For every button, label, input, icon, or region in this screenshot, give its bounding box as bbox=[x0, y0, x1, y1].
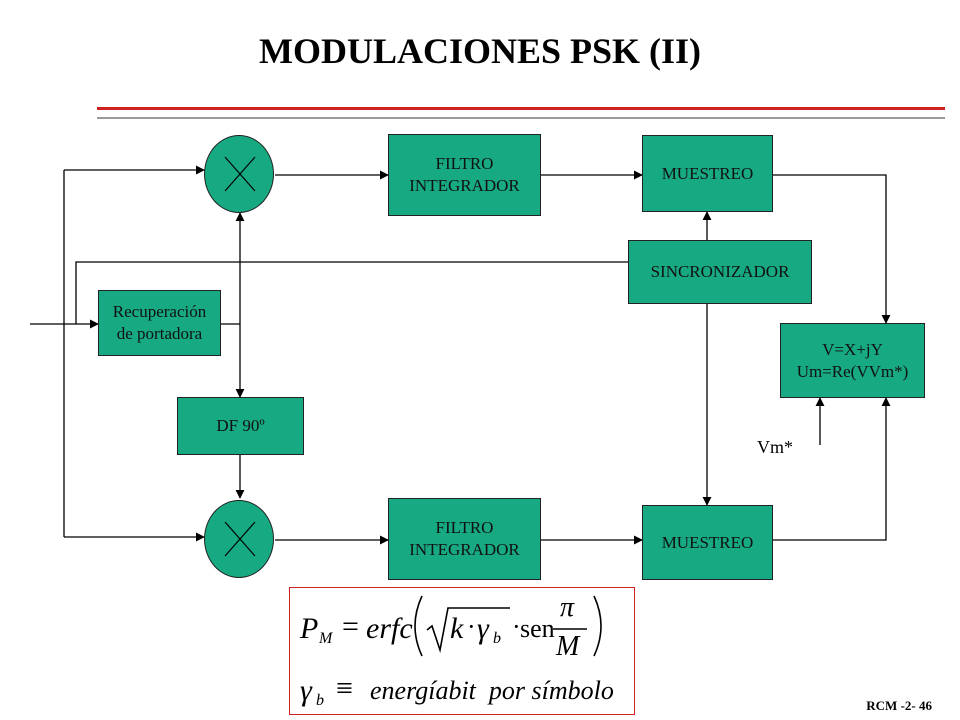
pi-symbol: π bbox=[560, 592, 575, 623]
filtro-bottom-line2: INTEGRADOR bbox=[409, 540, 520, 559]
filtro-top-line1: FILTRO bbox=[435, 154, 494, 173]
bottom-mixer-cross-b bbox=[224, 521, 256, 557]
filtro-integrador-bottom-block: FILTRO INTEGRADOR bbox=[388, 498, 541, 580]
sqrt-sign bbox=[426, 607, 510, 654]
sincronizador-label: SINCRONIZADOR bbox=[650, 262, 790, 281]
title-rule-red bbox=[97, 107, 945, 110]
gamma-symbol-2: γ bbox=[300, 674, 312, 707]
filtro-integrador-top-block: FILTRO INTEGRADOR bbox=[388, 134, 541, 216]
slide-footer: RCM -2- 46 bbox=[866, 698, 932, 713]
df90-block: DF 90º bbox=[177, 397, 304, 455]
m-denominator: M bbox=[556, 631, 580, 662]
page-title: MODULACIONES PSK (II) bbox=[258, 31, 702, 71]
formula-brackets bbox=[414, 595, 602, 657]
muestreo-bottom-block: MUESTREO bbox=[642, 505, 773, 580]
sen-function: sen bbox=[520, 614, 555, 643]
right-paren bbox=[593, 595, 602, 657]
wire-muestreo-top-to-v bbox=[773, 174, 891, 324]
energia-bit-text: energíabit por símbolo bbox=[370, 676, 614, 705]
vm-conjugate-label: Vm* bbox=[757, 437, 793, 457]
muestreo-bottom-label: MUESTREO bbox=[661, 532, 754, 552]
bottom-mixer-circle bbox=[204, 500, 274, 578]
equals-sign: = bbox=[342, 610, 359, 643]
gamma-symbol-1: γ bbox=[477, 612, 489, 645]
filtro-bottom-line1: FILTRO bbox=[435, 518, 494, 537]
gamma-subscript-2: b bbox=[316, 692, 324, 709]
dot-operator-1: · bbox=[467, 612, 476, 641]
recuperacion-portadora-block: Recuperación de portadora bbox=[98, 290, 221, 356]
filtro-top-line2: INTEGRADOR bbox=[409, 176, 520, 195]
top-mixer-cross-b bbox=[224, 156, 256, 192]
recuperacion-line2: de portadora bbox=[116, 324, 203, 343]
formula-box: P M = erfc k · γ b · sen π M γ b ≡ energ… bbox=[289, 587, 635, 715]
wire-muestreo-bottom-to-v bbox=[773, 397, 891, 541]
wire-input-to-sync bbox=[75, 261, 628, 324]
muestreo-top-label: MUESTREO bbox=[661, 163, 754, 183]
v-calc-line1: V=X+jY bbox=[822, 339, 883, 359]
v-calc-line2: Um=Re(VVm*) bbox=[796, 361, 909, 381]
left-paren bbox=[414, 595, 423, 657]
equiv-sign: ≡ bbox=[336, 672, 353, 705]
df90-label: DF 90º bbox=[216, 416, 265, 435]
top-mixer-circle bbox=[204, 135, 274, 213]
k-symbol: k bbox=[450, 612, 464, 645]
dot-operator-2: · bbox=[512, 612, 521, 641]
gamma-subscript-1: b bbox=[493, 630, 501, 647]
erfc-function: erfc bbox=[366, 612, 413, 645]
p-symbol: P bbox=[300, 612, 319, 645]
p-subscript: M bbox=[319, 630, 333, 647]
recuperacion-line1: Recuperación bbox=[112, 302, 207, 321]
sincronizador-block: SINCRONIZADOR bbox=[628, 240, 812, 304]
title-rule-grey bbox=[97, 117, 945, 119]
